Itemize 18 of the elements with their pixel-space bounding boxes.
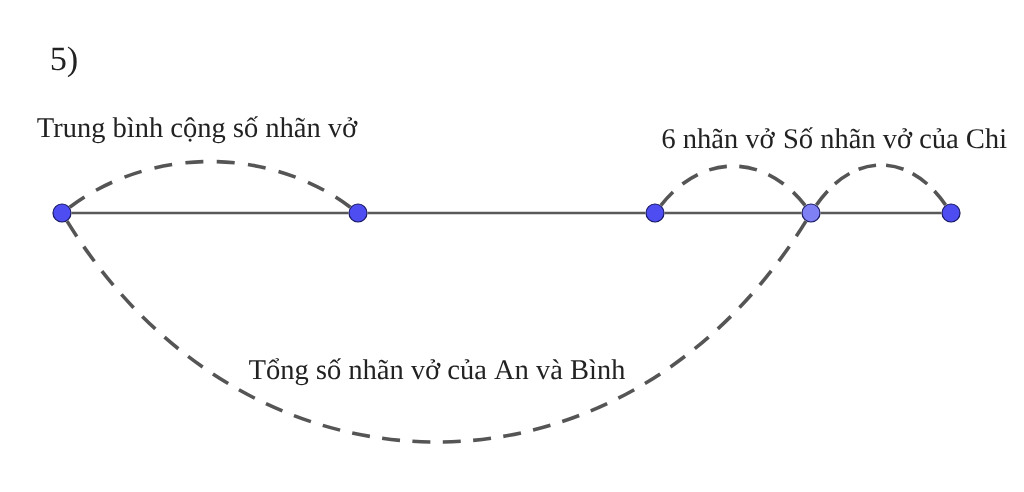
- edge-label: Số nhãn vở của Chi: [784, 127, 1007, 149]
- edge-label: Tổng số nhãn vở của An và Bình: [249, 358, 626, 386]
- dashed-arc: [659, 164, 807, 207]
- point: [801, 203, 821, 223]
- edge-label: 6 nhãn vở: [662, 128, 775, 149]
- line-segment: [71, 211, 349, 215]
- point: [645, 203, 665, 223]
- dashed-arc: [815, 163, 947, 207]
- problem-number: 5): [51, 46, 77, 78]
- dashed-arc: [65, 220, 808, 444]
- edge-label: Trung bình cộng số nhãn vở: [37, 116, 358, 144]
- point: [348, 203, 368, 223]
- point: [941, 203, 961, 223]
- point: [52, 203, 72, 223]
- dashed-arc: [68, 159, 352, 209]
- line-segment: [664, 211, 802, 215]
- line-segment: [367, 211, 646, 215]
- line-segment: [820, 211, 942, 215]
